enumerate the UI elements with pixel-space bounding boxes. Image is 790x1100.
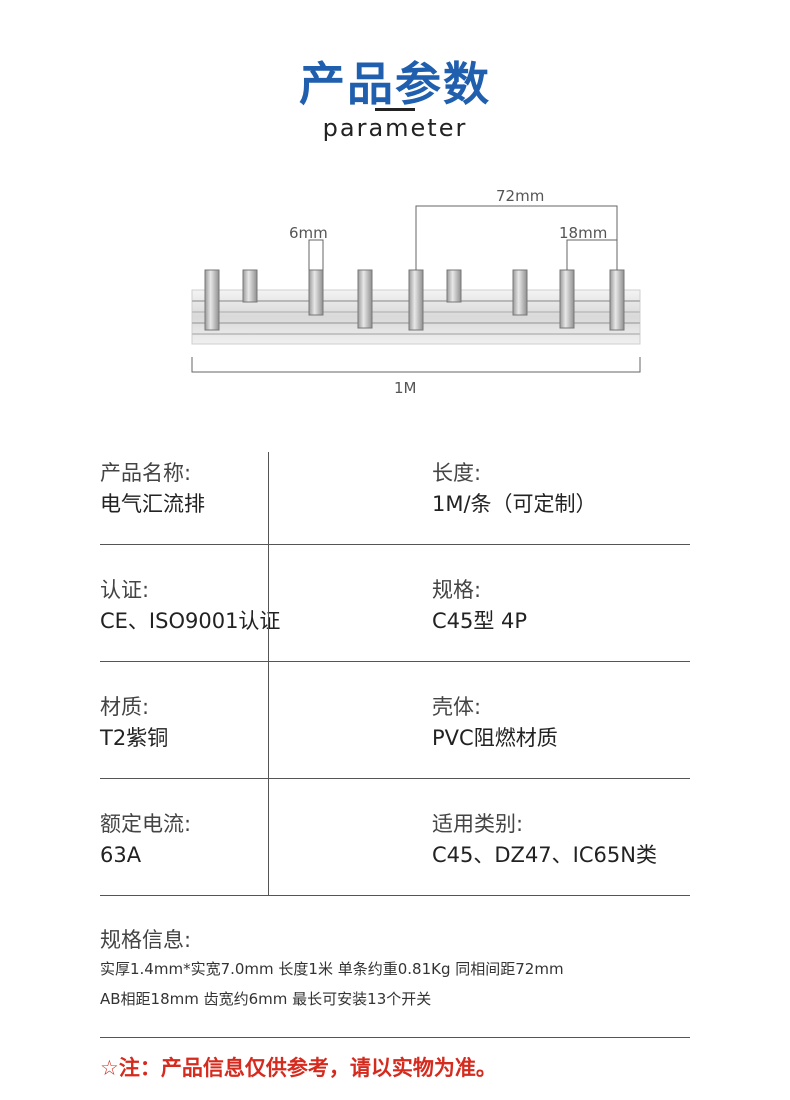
spec-value-rated-current: 63A [100,843,142,867]
title-underline [375,108,415,111]
spec-cell: 壳体: PVC阻燃材质 [432,692,558,754]
spec-label-length: 长度: [432,461,482,485]
spec-info-line: AB相距18mm 齿宽约6mm 最长可安装13个开关 [100,990,432,1008]
page-title: 产品参数 [299,57,491,111]
spec-value-product-name: 电气汇流排 [100,492,205,516]
spec-label-rated-current: 额定电流: [100,812,192,836]
spec-cell: 认证: CE、ISO9001认证 [100,575,280,637]
spec-label-applicable-types: 适用类别: [432,812,524,836]
spec-value-applicable-types: C45、DZ47、IC65N类 [432,843,657,867]
column-divider [268,452,269,896]
tooth-width-label: 6mm [289,224,328,242]
spec-label-housing: 壳体: [432,695,482,719]
spec-value-housing: PVC阻燃材质 [432,726,558,750]
spec-info-line: 实厚1.4mm*实宽7.0mm 长度1米 单条约重0.81Kg 同相间距72mm [100,960,564,978]
spec-label-certification: 认证: [100,578,150,602]
same-phase-pitch-label: 72mm [496,187,544,205]
spec-label-material: 材质: [100,695,150,719]
spec-value-material: T2紫铜 [100,726,169,750]
spec-cell: 产品名称: 电气汇流排 [100,458,205,520]
spec-info-label: 规格信息: [100,928,192,952]
busbar-diagram: 6mm 72mm 18mm 1M [191,187,641,397]
spec-cell: 规格: C45型 4P [432,575,527,637]
divider [100,1037,690,1038]
spec-value-model: C45型 4P [432,609,528,633]
page-subtitle: parameter [322,114,468,142]
spec-row: 产品名称: 电气汇流排 长度: 1M/条（可定制） [100,428,690,545]
spec-row: 材质: T2紫铜 壳体: PVC阻燃材质 [100,662,690,779]
spec-cell: 适用类别: C45、DZ47、IC65N类 [432,809,657,871]
spec-row: 认证: CE、ISO9001认证 规格: C45型 4P [100,545,690,662]
spec-label-product-name: 产品名称: [100,461,192,485]
length-label: 1M [394,379,417,397]
spec-value-length: 1M/条（可定制） [432,492,597,516]
spec-row: 额定电流: 63A 适用类别: C45、DZ47、IC65N类 [100,779,690,896]
spec-table: 产品名称: 电气汇流排 长度: 1M/条（可定制） 认证: CE、ISO9001… [100,428,690,896]
spec-value-certification: CE、ISO9001认证 [100,609,281,633]
ab-pitch-label: 18mm [559,224,607,242]
spec-cell: 额定电流: 63A [100,809,191,871]
disclaimer-note: ☆注：产品信息仅供参考，请以实物为准。 [100,1056,497,1080]
spec-label-model: 规格: [432,578,482,602]
spec-cell: 长度: 1M/条（可定制） [432,458,597,520]
spec-cell: 材质: T2紫铜 [100,692,168,754]
